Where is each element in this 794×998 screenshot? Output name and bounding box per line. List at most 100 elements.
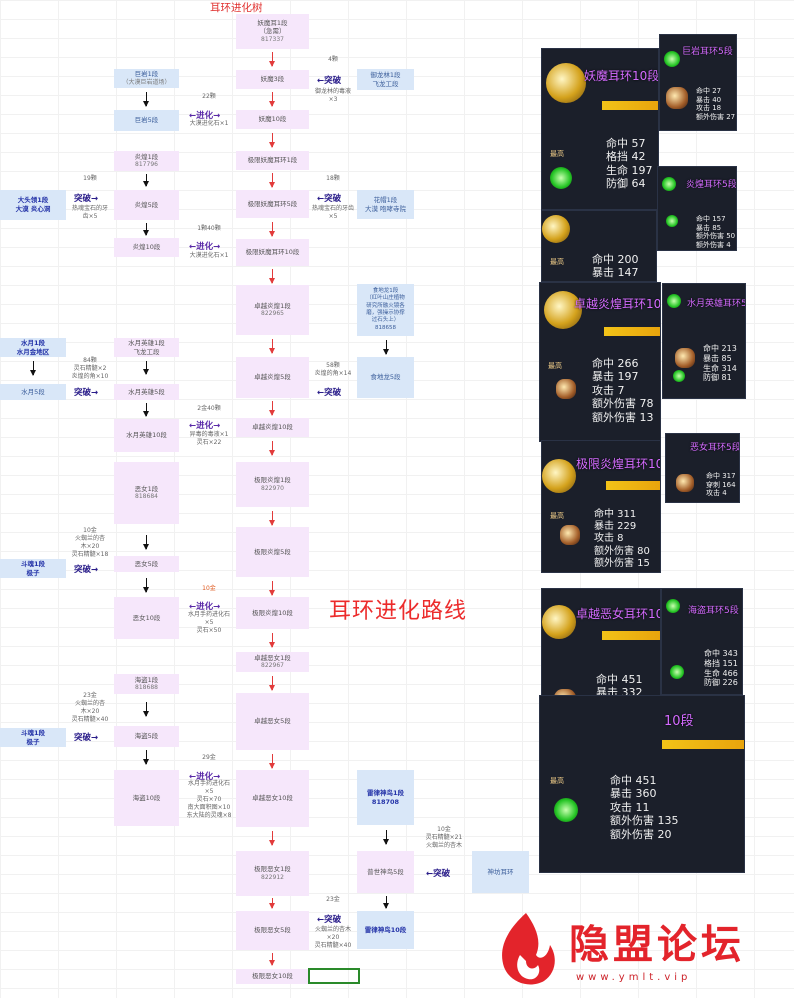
left-node-haidao5[interactable]: 海盗5段 — [114, 726, 179, 747]
left-node-shuiyueying5[interactable]: 水月英雄5段 — [114, 384, 179, 400]
center-node-c17[interactable]: 极限恶女5段 — [236, 911, 309, 950]
center-node-c18[interactable]: 极限恶女10段 — [236, 969, 309, 984]
card-bar — [606, 481, 660, 490]
center-node-c10[interactable]: 极限炎煌1段 822970 — [236, 462, 309, 507]
evolve-label: ←进化→ — [189, 772, 221, 782]
right-node-shidilong1[interactable]: 食地龙1段 （红叶山庄植物 研究所融火镜各 磨，强操示协撑 过石头上） 8186… — [357, 284, 414, 336]
card-tag: 最高 — [550, 512, 564, 520]
node-label: 极限炎煌10段 — [252, 608, 293, 617]
center-node-c4[interactable]: 极限妖魔耳环1段 — [236, 151, 309, 170]
arrow-down — [269, 676, 275, 691]
note-line: 灵石精髓×2 — [73, 365, 107, 373]
breakthrough-label: 突破→ — [74, 194, 99, 204]
note-line: 水月手药进化石 — [187, 611, 230, 618]
green-gem-icon — [662, 177, 676, 191]
center-node-c13[interactable]: 卓越恶女1段 822967 — [236, 652, 309, 672]
breakthrough-label: 突破→ — [74, 388, 99, 398]
right-node-shenfang[interactable]: 神坊耳环 — [472, 851, 529, 893]
card-stats: 命中 266 暴击 197 攻击 7 额外伤害 78 额外伤害 13 — [592, 357, 654, 424]
left-node-shuiyueying1[interactable]: 水月英雄1段 飞龙工段 — [114, 338, 179, 357]
center-node-c3[interactable]: 妖魔10段 — [236, 110, 309, 129]
cost-note: 10金 灵石精髓×21 火蜘兰的杏木 — [418, 826, 470, 850]
arrow-down — [143, 403, 149, 417]
right-node-leilv10[interactable]: 雷律神鸟10段 — [357, 911, 414, 949]
left-node-haidao10[interactable]: 海盗10段 — [114, 770, 179, 826]
right-node-yulonglin1[interactable]: 御龙林1段 飞龙工段 — [357, 69, 414, 90]
center-node-c12[interactable]: 极限炎煌10段 — [236, 597, 309, 629]
right-node-leilv1[interactable]: 雷律神鸟1段 818708 — [357, 770, 414, 825]
left-node-enu5[interactable]: 恶女5段 — [114, 556, 179, 572]
node-label: 磨，强操示协撑 — [366, 310, 405, 316]
left-node-shuiyue5[interactable]: 水月5段 — [0, 384, 66, 400]
arrow-down — [269, 133, 275, 148]
left-node-shuiyueying10[interactable]: 水月英雄10段 — [114, 419, 179, 452]
left-node-yanhuang1[interactable]: 炎煌1段 817796 — [114, 151, 179, 171]
cost-note: 御龙林的毒液 ×3 — [310, 88, 356, 104]
center-node-c5[interactable]: 极限妖魔耳环5段 — [236, 190, 309, 218]
node-label: （急需） — [259, 27, 286, 36]
node-label: 过石头上） — [371, 317, 400, 324]
center-node-c16[interactable]: 极限恶女1段 822912 — [236, 851, 309, 896]
node-label: 海盗10段 — [132, 793, 161, 802]
left-node-shuiyue1[interactable]: 水月1段 水月金地区 — [0, 338, 66, 357]
note-line: 灵石×50 — [196, 627, 222, 635]
right-node-shidilong5[interactable]: 食地龙5段 — [357, 357, 414, 398]
node-label: 极限恶女5段 — [254, 926, 291, 935]
center-node-c9[interactable]: 卓越炎煌10段 — [236, 418, 309, 437]
node-label: 巨岩1段 — [134, 70, 159, 79]
node-label: 炎煌5段 — [134, 200, 159, 209]
center-node-c15[interactable]: 卓越恶女10段 — [236, 770, 309, 827]
evolve-label: ←进化→ — [189, 421, 221, 431]
cost-note: 热魂宝石的牙 齿×5 — [68, 205, 112, 221]
right-node-huamao1[interactable]: 花帽1段 大漠 咆哮寺院 — [357, 190, 414, 219]
logo-url[interactable]: www.ymlt.vip — [576, 972, 692, 983]
item-card-c11: 10段 最高 命中 451 暴击 360 攻击 11 额外伤害 135 额外伤害… — [539, 695, 745, 873]
center-node-c6[interactable]: 极限妖魔耳环10段 — [236, 239, 309, 266]
node-label: 恶女5段 — [134, 559, 159, 568]
left-node-douhun2[interactable]: 斗魂1段 极子 — [0, 728, 66, 747]
left-node-datouling[interactable]: 大头领1段 大漠 炎心洞 — [0, 190, 66, 220]
left-node-enu10[interactable]: 恶女10段 — [114, 597, 179, 639]
breakthrough-label: ←突破 — [317, 194, 342, 204]
center-node-c7[interactable]: 卓越炎煌1段 822965 — [236, 285, 309, 335]
left-node-haidao1[interactable]: 海盗1段 818688 — [114, 674, 179, 694]
note-line: ×5 — [204, 788, 214, 796]
node-label: 极限妖魔耳环10段 — [245, 248, 300, 257]
left-node-yanhuang5[interactable]: 炎煌5段 — [114, 190, 179, 220]
arrow-down — [269, 269, 275, 284]
card-bar — [662, 740, 744, 749]
left-node-douhun1[interactable]: 斗魂1段 极子 — [0, 559, 66, 578]
center-node-c1[interactable]: 妖魔耳1段 （急需） 817337 — [236, 14, 309, 49]
node-label: 卓越恶女5段 — [254, 717, 291, 726]
center-node-c11[interactable]: 极限炎煌5段 — [236, 527, 309, 577]
left-node-enu1[interactable]: 恶女1段 818684 — [114, 462, 179, 524]
note-line: 2金40颗 — [197, 405, 221, 412]
logo-text: 隐盟论坛 — [569, 922, 745, 968]
selected-cell[interactable] — [308, 968, 360, 984]
green-gem-icon — [666, 215, 678, 227]
cost-note: 1颗40颗 — [188, 225, 230, 233]
node-label: 妖魔3段 — [260, 75, 285, 84]
node-label: 御龙林1段 — [370, 70, 401, 79]
node-label: 卓越炎煌5段 — [254, 373, 291, 382]
earring-icon — [676, 474, 694, 492]
node-label: 极限恶女10段 — [252, 972, 293, 981]
earring-icon — [675, 348, 695, 368]
left-node-yanhuang10[interactable]: 炎煌10段 — [114, 238, 179, 257]
card-title: 10段 — [664, 714, 694, 729]
left-node-juyan5[interactable]: 巨岩5段 — [114, 110, 179, 131]
note-line: 南大面积图×10 — [187, 804, 231, 812]
arrow-down — [269, 953, 275, 966]
card-stats: 命中 317 穿刺 164 攻击 4 — [706, 472, 736, 498]
cost-note: 火蜘兰的杏木 ×20 灵石精髓×40 — [310, 926, 356, 950]
note-line: 木×20 — [80, 543, 100, 551]
center-node-c8[interactable]: 卓越炎煌5段 — [236, 357, 309, 398]
center-node-c14[interactable]: 卓越恶女5段 — [236, 693, 309, 750]
right-node-pushi5[interactable]: 普世神鸟5段 — [357, 851, 414, 893]
note-line: 18颗 — [326, 175, 340, 182]
node-label: （大漠巨岩道场） — [122, 78, 171, 86]
card-title: 卓越恶女耳环10段 — [576, 607, 660, 621]
left-node-juyan1[interactable]: 巨岩1段 （大漠巨岩道场） — [114, 69, 179, 88]
note-line: 热魂宝石的牙齿 — [311, 205, 354, 212]
center-node-c2[interactable]: 妖魔3段 — [236, 70, 309, 89]
